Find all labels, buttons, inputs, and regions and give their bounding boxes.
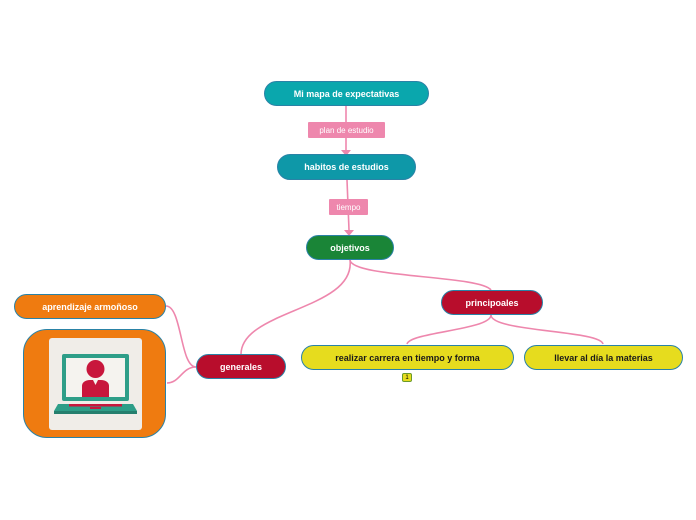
habitos-node[interactable]: habitos de estudios <box>277 154 416 180</box>
root-node-label: Mi mapa de expectativas <box>293 88 400 99</box>
note-badge-text: 1 <box>405 374 409 381</box>
objetivos-node-label: objetivos <box>330 242 370 253</box>
connector-label-tiempo-text: tiempo <box>336 202 361 212</box>
note-badge[interactable]: 1 <box>402 373 412 382</box>
llevar-node[interactable]: llevar al día la materias <box>524 345 683 370</box>
principales-node-label: principoales <box>465 297 519 308</box>
aprendizaje-node-label: aprendizaje armoñoso <box>42 301 138 312</box>
realizar-node-label: realizar carrera en tiempo y forma <box>335 352 480 363</box>
image-node[interactable] <box>23 329 166 438</box>
realizar-node[interactable]: realizar carrera en tiempo y forma <box>301 345 514 370</box>
root-node[interactable]: Mi mapa de expectativas <box>264 81 429 106</box>
generales-node-label: generales <box>219 361 263 372</box>
connector-label-tiempo[interactable]: tiempo <box>329 199 368 215</box>
connector-label-plan-text: plan de estudio <box>319 125 374 135</box>
habitos-node-label: habitos de estudios <box>304 162 389 172</box>
llevar-node-label: llevar al día la materias <box>554 352 653 363</box>
image-frame <box>49 338 142 430</box>
person-at-laptop-icon <box>54 354 137 414</box>
connector-label-plan[interactable]: plan de estudio <box>308 122 385 138</box>
aprendizaje-node[interactable]: aprendizaje armoñoso <box>14 294 166 319</box>
generales-node[interactable]: generales <box>196 354 286 379</box>
principales-node[interactable]: principoales <box>441 290 543 315</box>
objetivos-node[interactable]: objetivos <box>306 235 394 260</box>
